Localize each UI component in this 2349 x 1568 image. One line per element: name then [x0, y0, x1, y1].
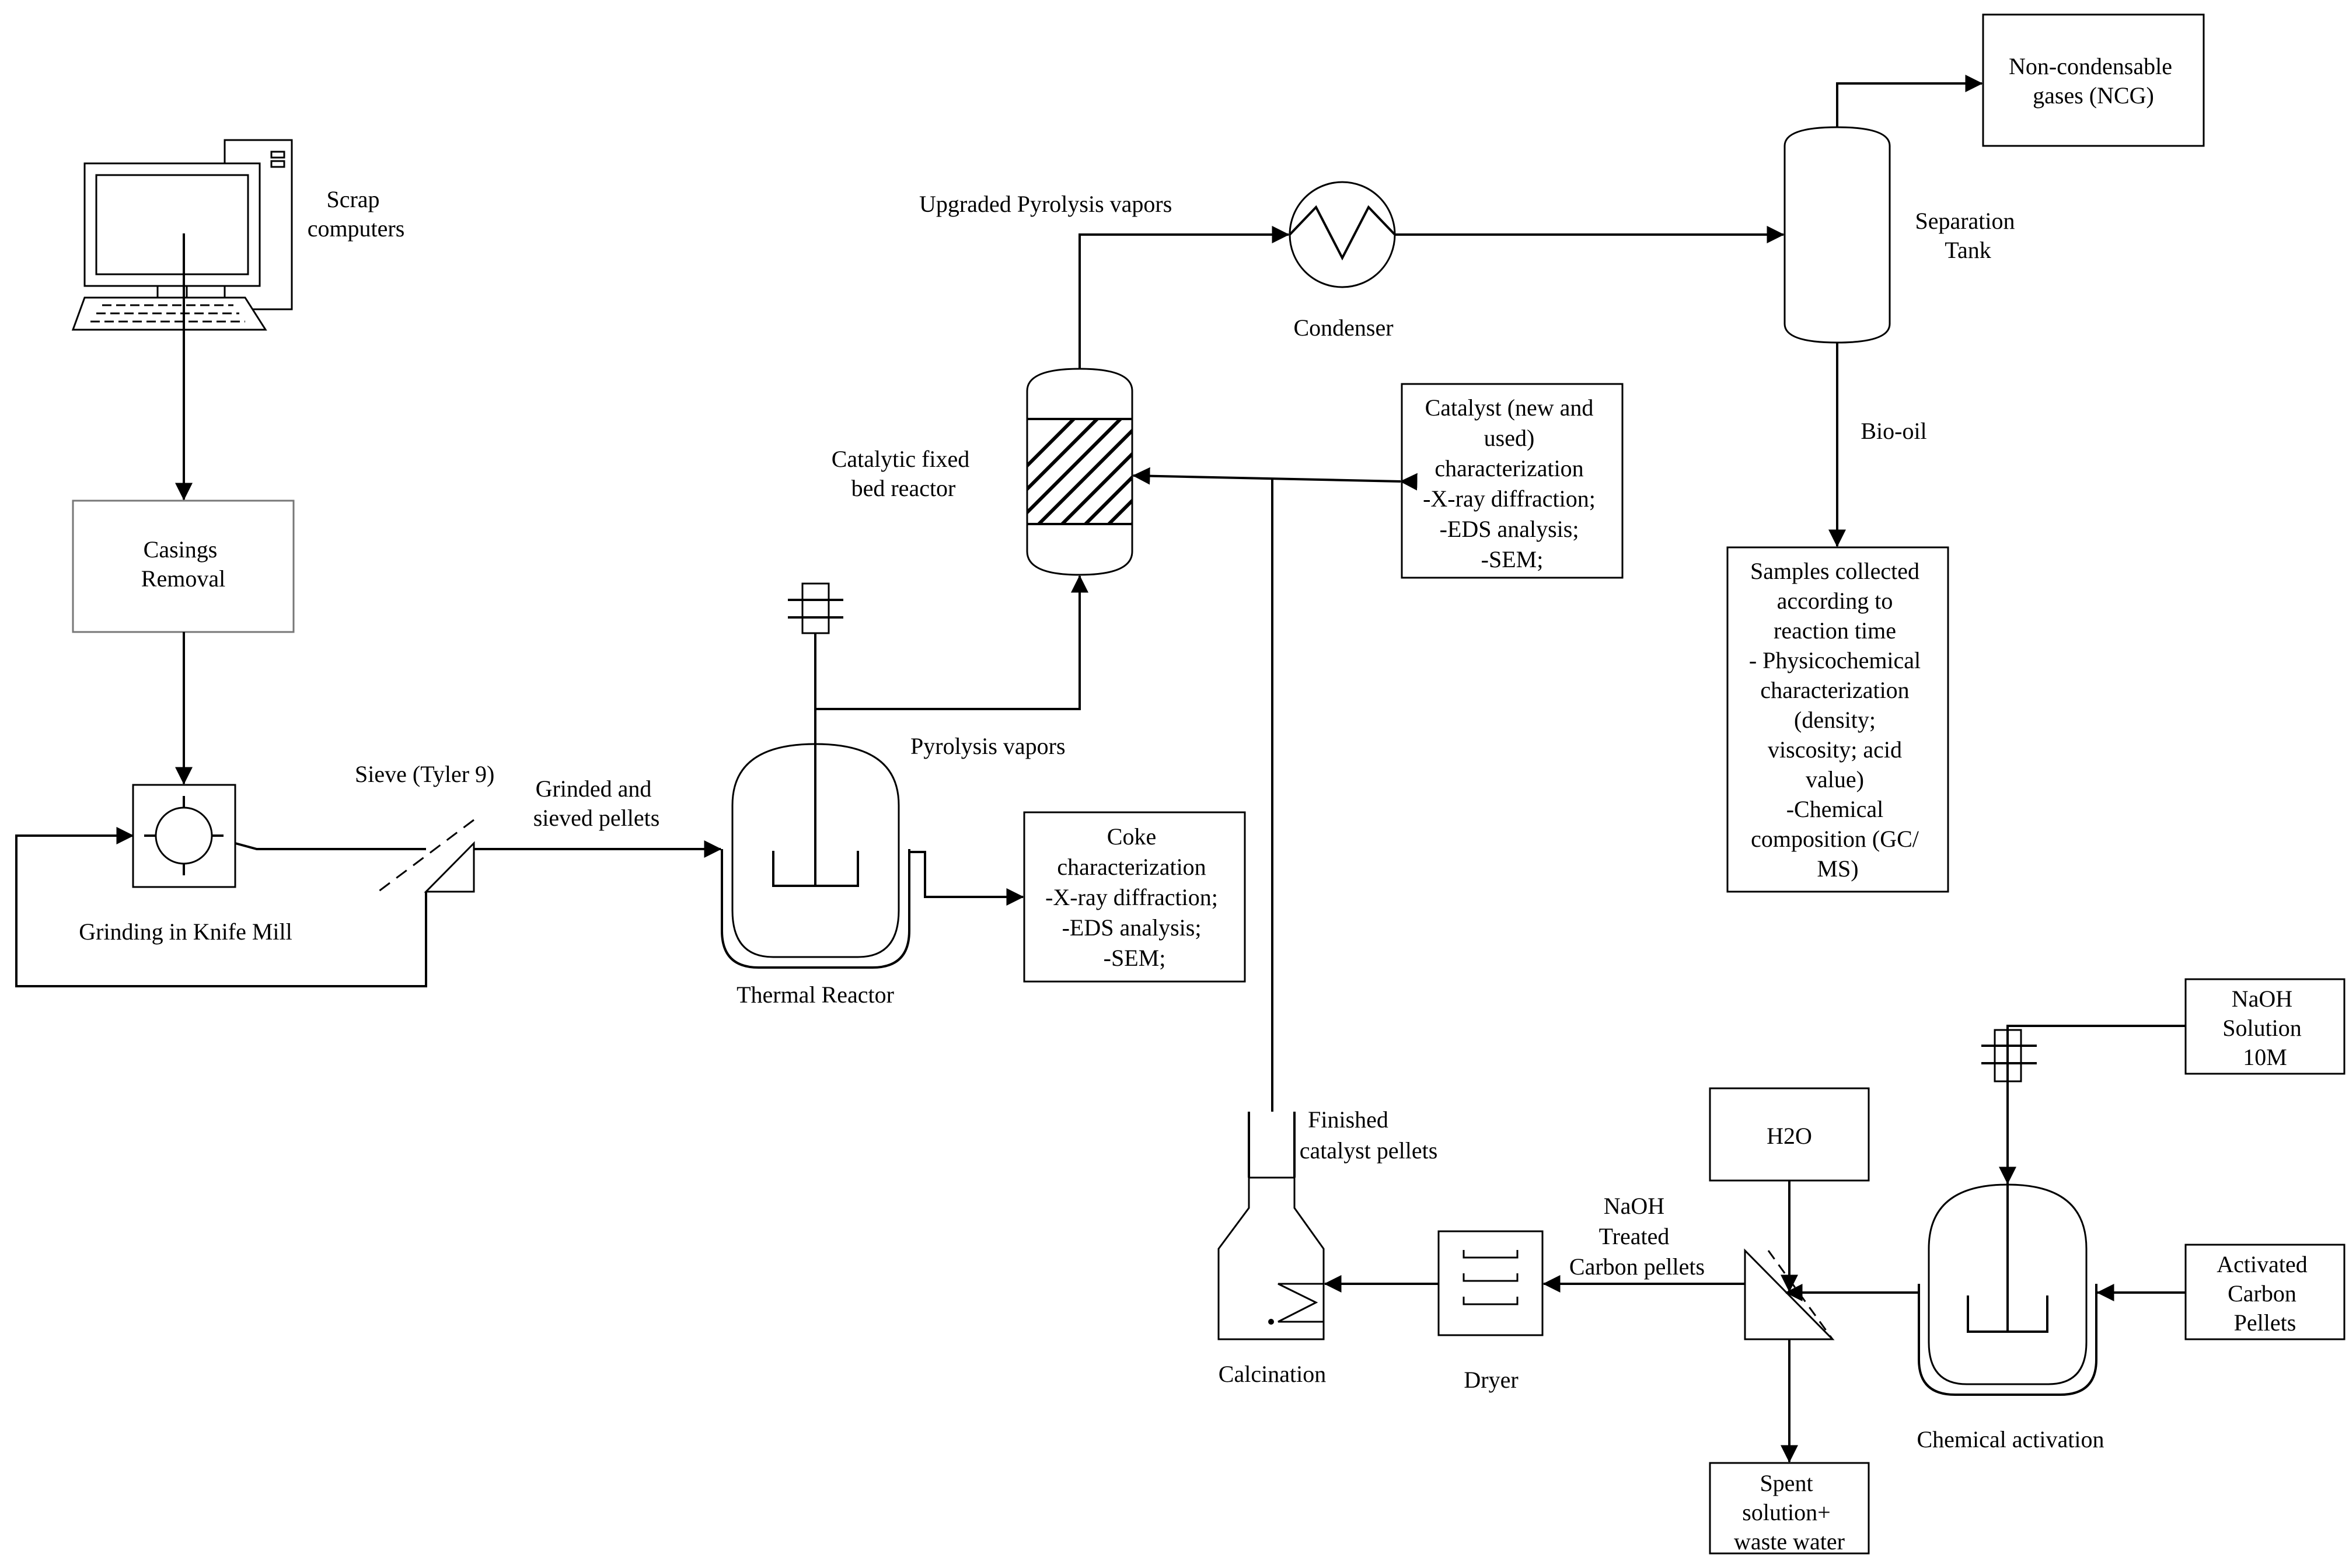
- spent-solution-box: [1709, 1462, 1870, 1555]
- naoh-solution-box: [2184, 978, 2345, 1075]
- separation-tank-label: Separation Tank: [1915, 208, 2020, 263]
- spent-solution-label: Spent solution+ waste water: [1734, 1470, 1845, 1555]
- casings-removal-label: Casings Removal: [141, 536, 225, 592]
- sieve-icon: [378, 819, 475, 893]
- dryer-label: Dryer: [1464, 1367, 1518, 1393]
- fixed-bed-reactor-icon: [1026, 368, 1133, 576]
- ncg-box: [1982, 13, 2205, 147]
- naoh-treated-label: NaOH Treated Carbon pellets: [1569, 1193, 1705, 1280]
- bio-oil-label: Bio-oil: [1861, 418, 1926, 444]
- knife-mill-icon: [132, 784, 236, 888]
- coke-characterization-box: [1023, 811, 1246, 983]
- grinded-label: Grinded and sieved pellets: [533, 776, 660, 831]
- dryer-icon: [1437, 1230, 1544, 1336]
- separation-tank-icon: [1783, 126, 1891, 344]
- catalyst-characterization-label: Catalyst (new and used) characterization…: [1423, 394, 1601, 572]
- scrap-computers-label: Scrap computers: [308, 186, 405, 242]
- condenser-label: Condenser: [1293, 315, 1393, 341]
- grinding-label: Grinding in Knife Mill: [79, 919, 292, 945]
- catalyst-characterization-box: [1401, 383, 1624, 579]
- samples-collected-label: Samples collected according to reaction …: [1749, 558, 1926, 882]
- casings-removal-box: [72, 500, 295, 633]
- condenser-icon: [1289, 181, 1396, 288]
- naoh-solution-label: NaOH Solution 10M: [2222, 986, 2308, 1070]
- catalytic-reactor-label: Catalytic fixed bed reactor: [832, 446, 976, 501]
- activated-carbon-label: Activated Carbon Pellets: [2217, 1251, 2313, 1336]
- ncg-label: Non-condensable gases (NCG): [2009, 53, 2178, 109]
- calcination-label: Calcination: [1219, 1361, 1326, 1387]
- upgraded-vapors-label: Upgraded Pyrolysis vapors: [919, 191, 1172, 217]
- finished-catalyst-label: Finished catalyst pellets: [1300, 1106, 1438, 1164]
- flow-lines: [15, 75, 2186, 1463]
- thermal-reactor-icon: [721, 582, 910, 969]
- pyrolysis-vapors-label: Pyrolysis vapors: [910, 733, 1066, 759]
- chemical-activation-label: Chemical activation: [1917, 1426, 2104, 1452]
- sieve-label: Sieve (Tyler 9): [355, 761, 494, 787]
- h2o-box: [1709, 1087, 1870, 1182]
- computer-icon: [71, 139, 293, 331]
- thermal-reactor-label: Thermal Reactor: [737, 982, 894, 1008]
- samples-collected-box: [1726, 546, 1949, 893]
- calcination-icon: [1217, 1112, 1325, 1340]
- coke-characterization-label: Coke characterization -X-ray diffraction…: [1045, 823, 1224, 971]
- activated-carbon-box: [2184, 1244, 2345, 1340]
- h2o-label: H2O: [1767, 1123, 1812, 1149]
